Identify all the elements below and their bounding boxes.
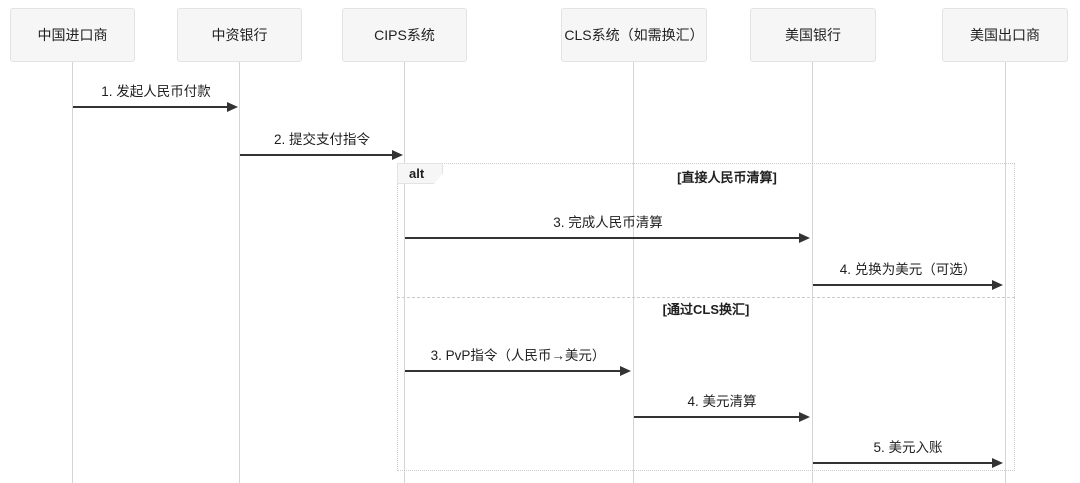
message-1-line <box>73 106 228 108</box>
actor-china-importer: 中国进口商 <box>10 8 135 62</box>
message-5-arrowhead-icon <box>992 458 1003 468</box>
lifeline-china-importer <box>72 62 73 483</box>
alt-condition-via-cls-fx: [通过CLS换汇] <box>662 302 750 317</box>
actor-cls-system: CLS系统（如需换汇） <box>561 8 707 62</box>
message-5-line <box>813 462 993 464</box>
message-5-label: 5. 美元入账 <box>873 440 943 455</box>
message-3a-line <box>405 237 800 239</box>
message-4a-label: 4. 兑换为美元（可选） <box>839 262 977 277</box>
message-2-label: 2. 提交支付指令 <box>273 132 371 147</box>
actor-chinese-bank: 中资银行 <box>177 8 302 62</box>
message-3a-arrowhead-icon <box>799 233 810 243</box>
alt-frame <box>397 163 1015 471</box>
alt-condition-direct-rmb-clearing: [直接人民币清算] <box>677 170 777 185</box>
message-1-label: 1. 发起人民币付款 <box>101 84 211 99</box>
lifeline-cls-system <box>633 62 634 483</box>
message-1-arrowhead-icon <box>227 102 238 112</box>
message-4a-line <box>813 284 993 286</box>
actor-us-exporter: 美国出口商 <box>942 8 1068 62</box>
lifeline-chinese-bank <box>239 62 240 483</box>
message-4b-label: 4. 美元清算 <box>687 394 757 409</box>
message-4b-arrowhead-icon <box>799 412 810 422</box>
alt-frame-tab: alt <box>397 163 443 184</box>
alt-frame-divider <box>397 297 1015 298</box>
message-2-arrowhead-icon <box>392 150 403 160</box>
message-2-line <box>240 154 393 156</box>
lifeline-cips-system <box>404 62 405 483</box>
lifeline-us-exporter <box>1005 62 1006 483</box>
actor-us-bank: 美国银行 <box>750 8 876 62</box>
message-3b-label: 3. PvP指令（人民币→美元） <box>430 348 606 363</box>
message-3b-line <box>405 370 621 372</box>
lifeline-us-bank <box>812 62 813 483</box>
message-3a-label: 3. 完成人民币清算 <box>553 215 663 230</box>
actor-cips-system: CIPS系统 <box>342 8 467 62</box>
message-4b-line <box>634 416 800 418</box>
message-4a-arrowhead-icon <box>992 280 1003 290</box>
message-3b-arrowhead-icon <box>620 366 631 376</box>
